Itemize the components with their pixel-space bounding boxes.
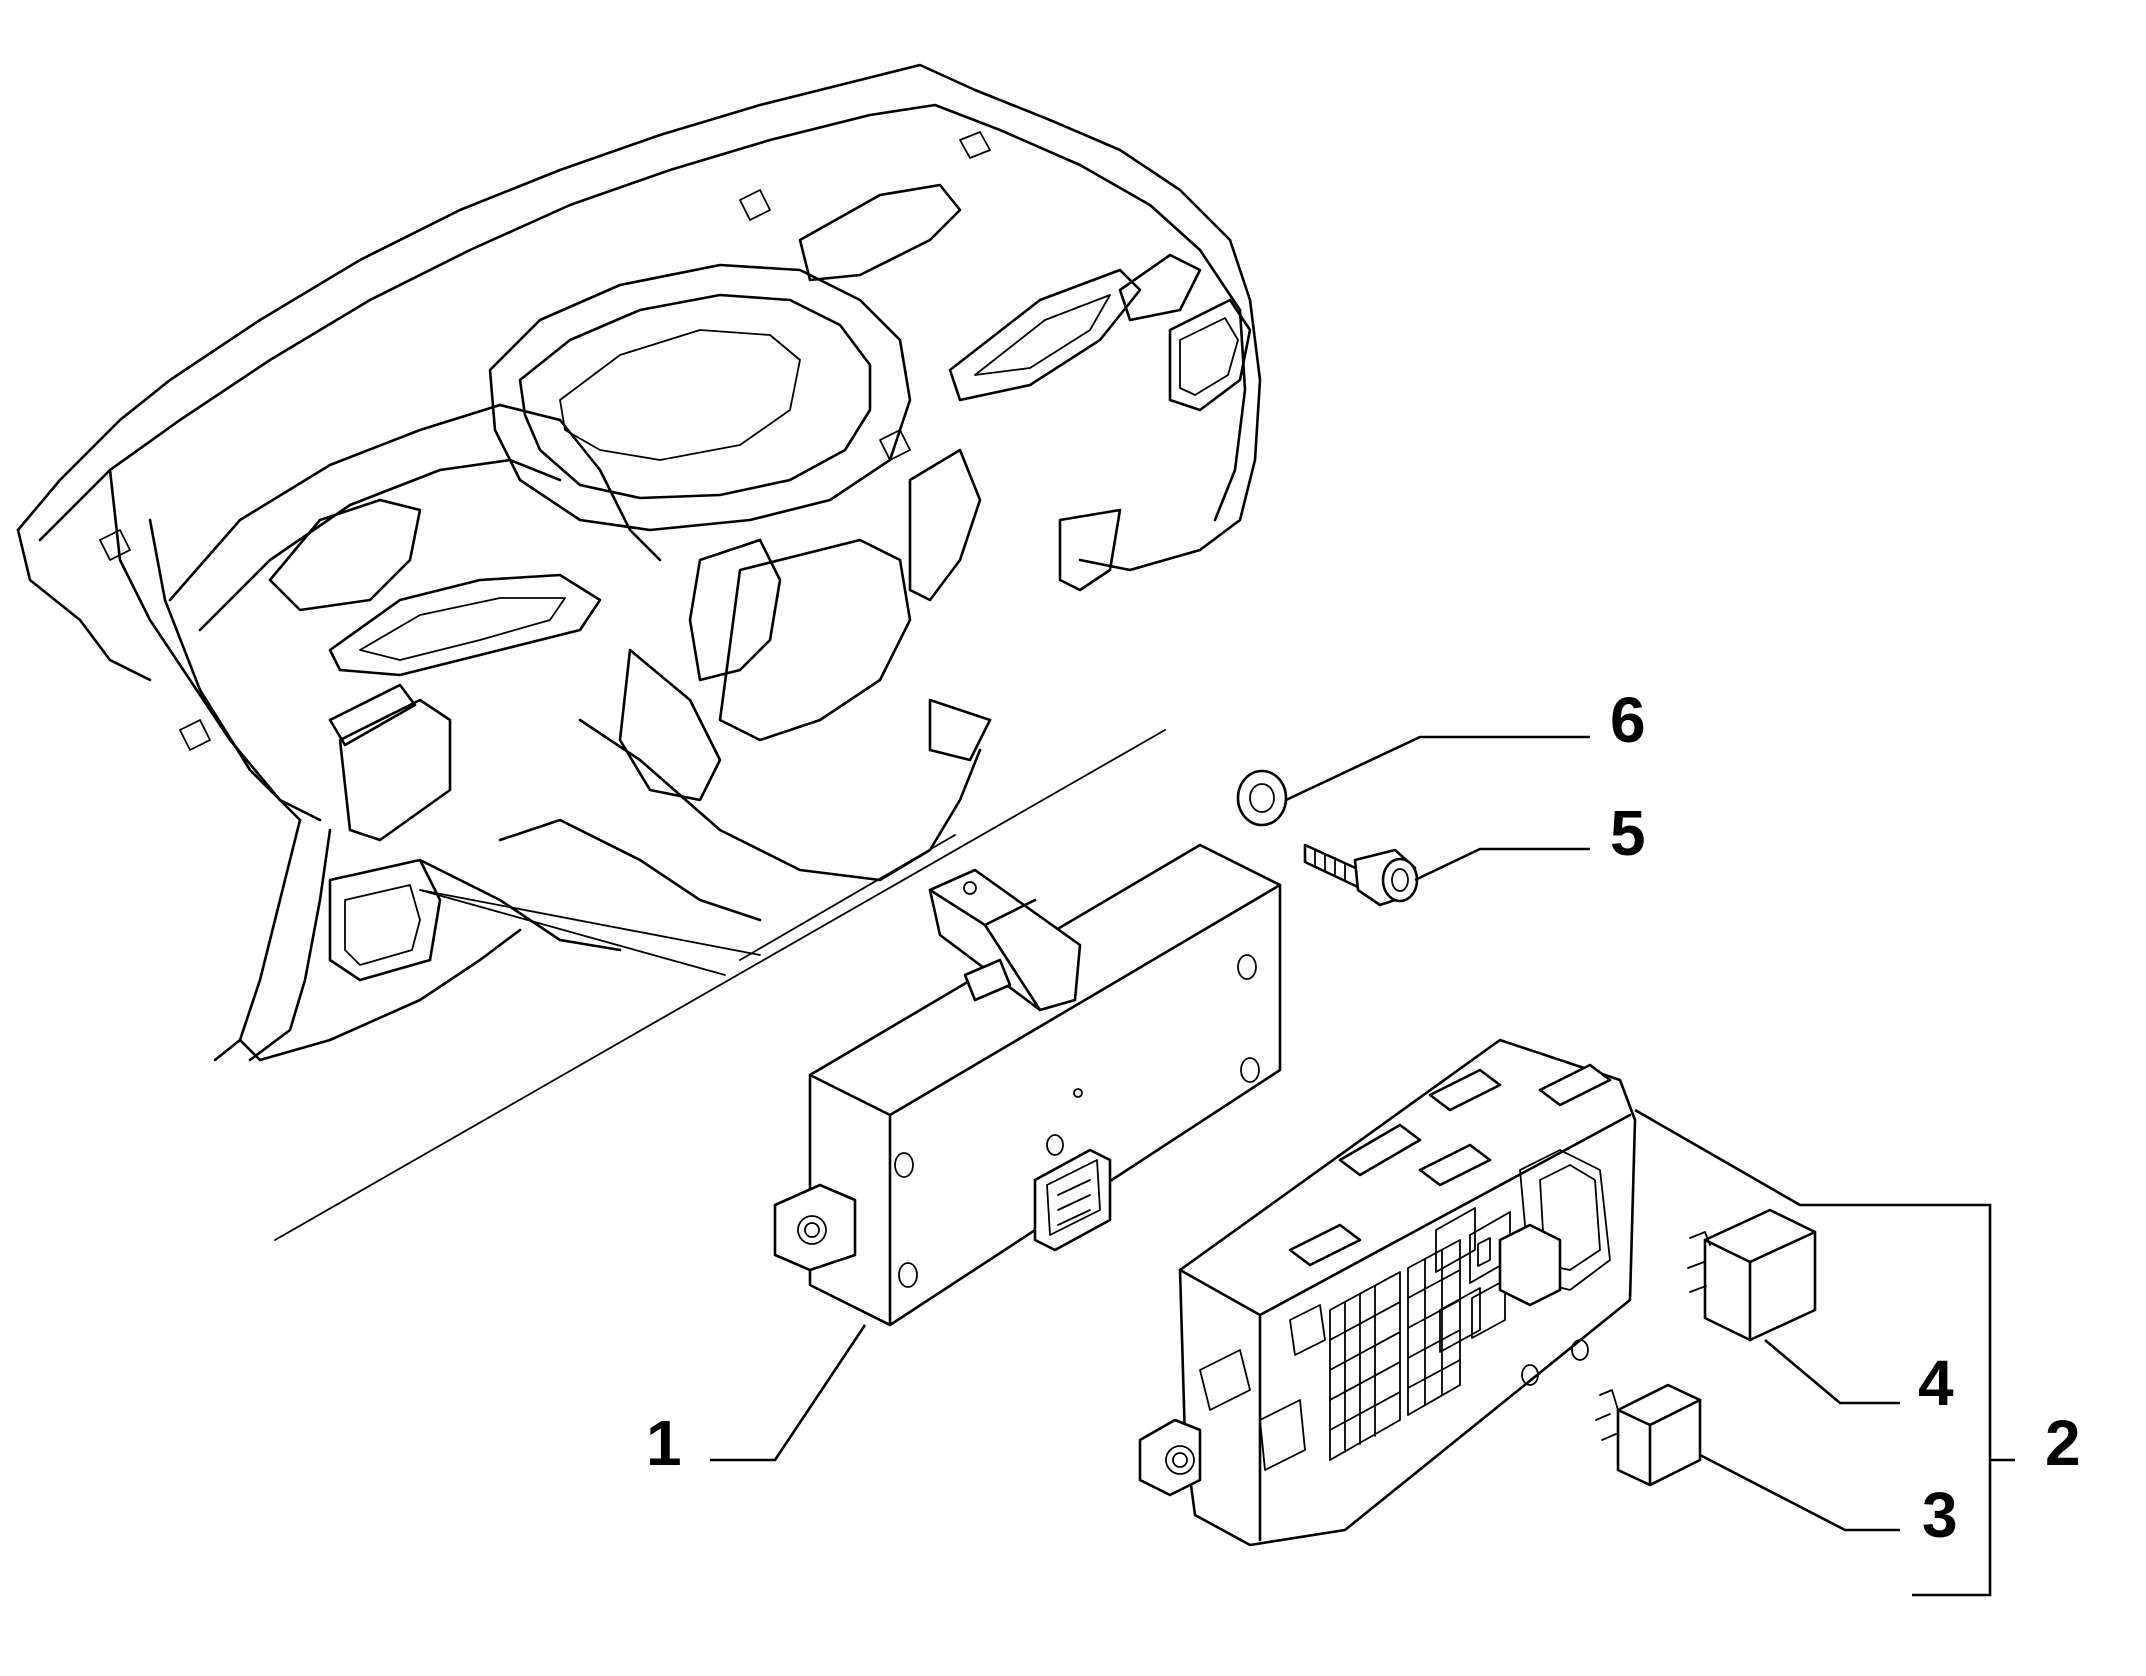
part-5-screw [1303, 843, 1419, 907]
part-4-relay-large [1687, 1208, 1817, 1342]
dashboard-frame [16, 63, 1262, 1241]
part-3-relay-small [1595, 1383, 1702, 1487]
leader-2-bracket [1634, 1108, 1992, 1597]
leader-6 [1285, 735, 1590, 802]
leader-lines [710, 735, 2015, 1597]
callout-2: 2 [2045, 1407, 2081, 1479]
callout-4: 4 [1918, 1347, 1954, 1419]
leader-3 [1699, 1453, 1900, 1532]
callout-5: 5 [1610, 797, 1646, 869]
leader-5 [1414, 847, 1590, 882]
leader-4 [1764, 1339, 1900, 1405]
callout-labels: 1 2 3 4 5 6 [646, 684, 2081, 1551]
part-2-fuse-box [1138, 1038, 1637, 1547]
callout-6: 6 [1610, 684, 1646, 756]
part-1-control-unit [773, 843, 1282, 1327]
part-6-washer [1236, 769, 1288, 827]
callout-3: 3 [1922, 1479, 1958, 1551]
callout-1: 1 [646, 1407, 682, 1479]
leader-1 [710, 1324, 867, 1462]
